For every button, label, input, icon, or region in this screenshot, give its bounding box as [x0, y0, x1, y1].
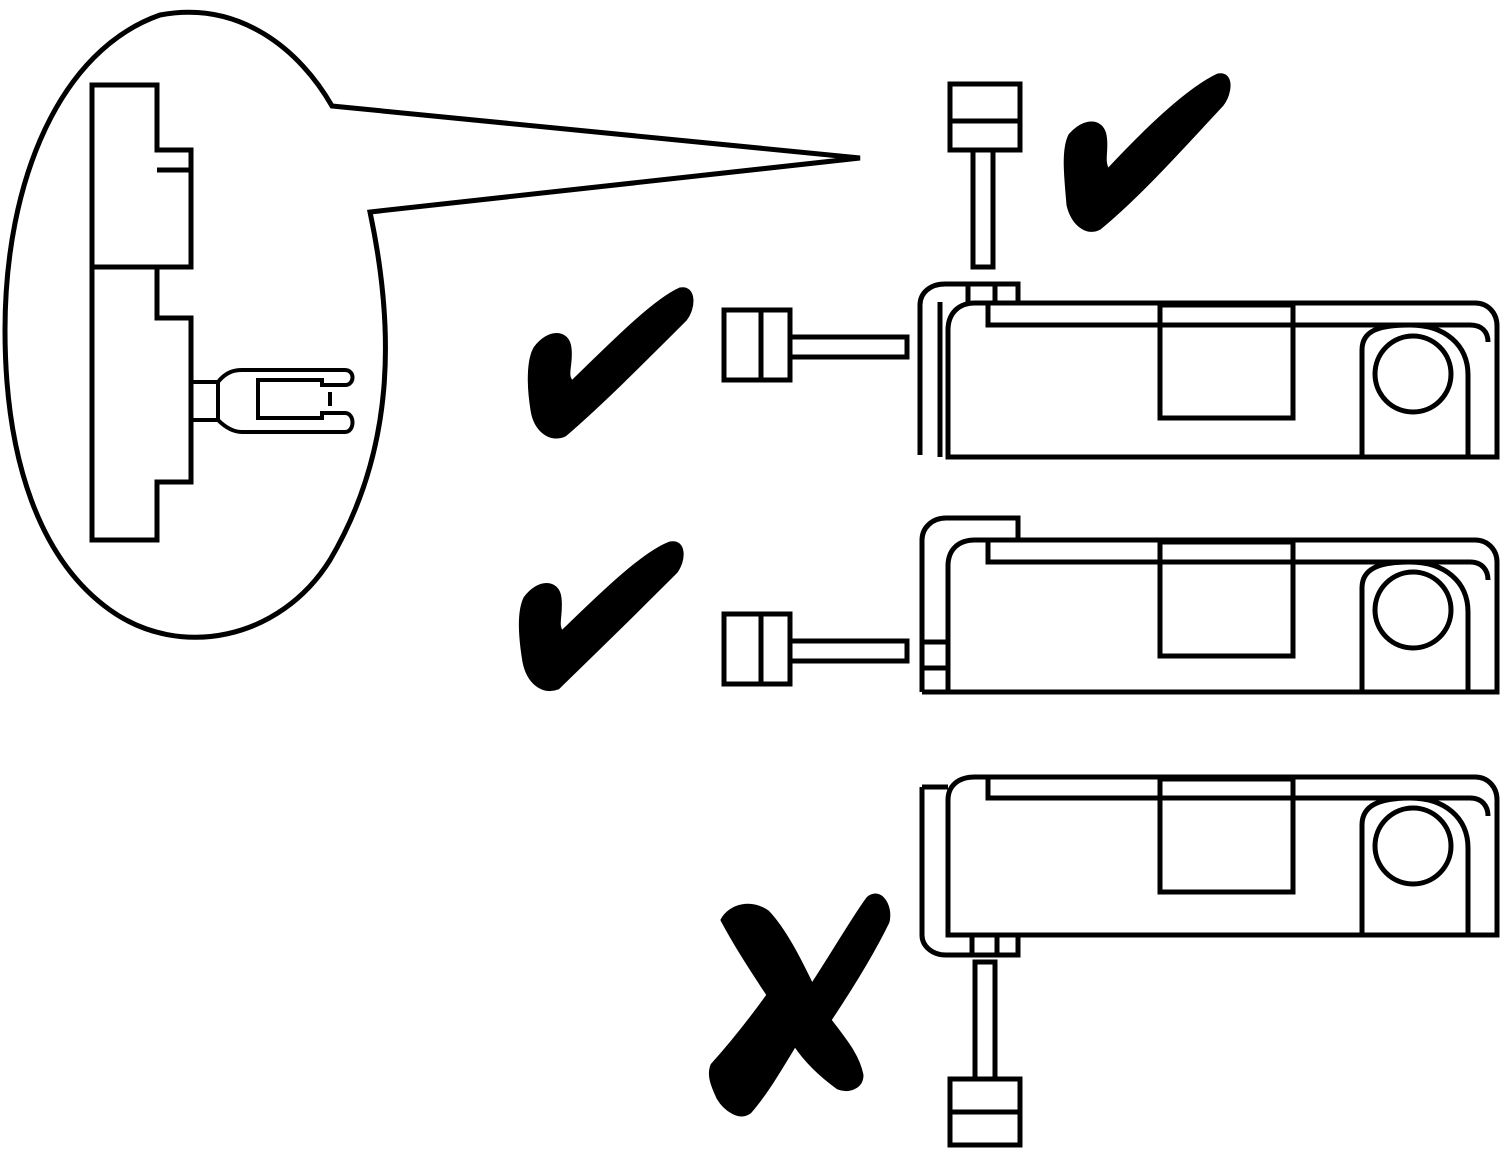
- connector-plug-horizontal: [721, 307, 910, 383]
- cross-mark-icon: [708, 893, 891, 1117]
- row-bottom-insert: [708, 774, 1500, 1148]
- row-top-insert: [917, 73, 1500, 460]
- sensor-device: [919, 774, 1500, 958]
- row-side-insert-middle: [518, 515, 1500, 695]
- connector-plug-vertical: [947, 959, 1023, 1148]
- callout-bubble: [2, 9, 861, 640]
- check-mark-icon: [518, 541, 684, 691]
- check-mark-icon: [527, 287, 694, 439]
- connector-plug-vertical: [947, 81, 1023, 270]
- connector-plug-horizontal: [721, 611, 910, 687]
- sensor-device: [919, 515, 1500, 695]
- check-mark-icon: [1063, 73, 1231, 232]
- sensor-device: [917, 281, 1500, 460]
- connector-latch-detail: [89, 82, 355, 543]
- row-side-insert-upper: [527, 287, 910, 439]
